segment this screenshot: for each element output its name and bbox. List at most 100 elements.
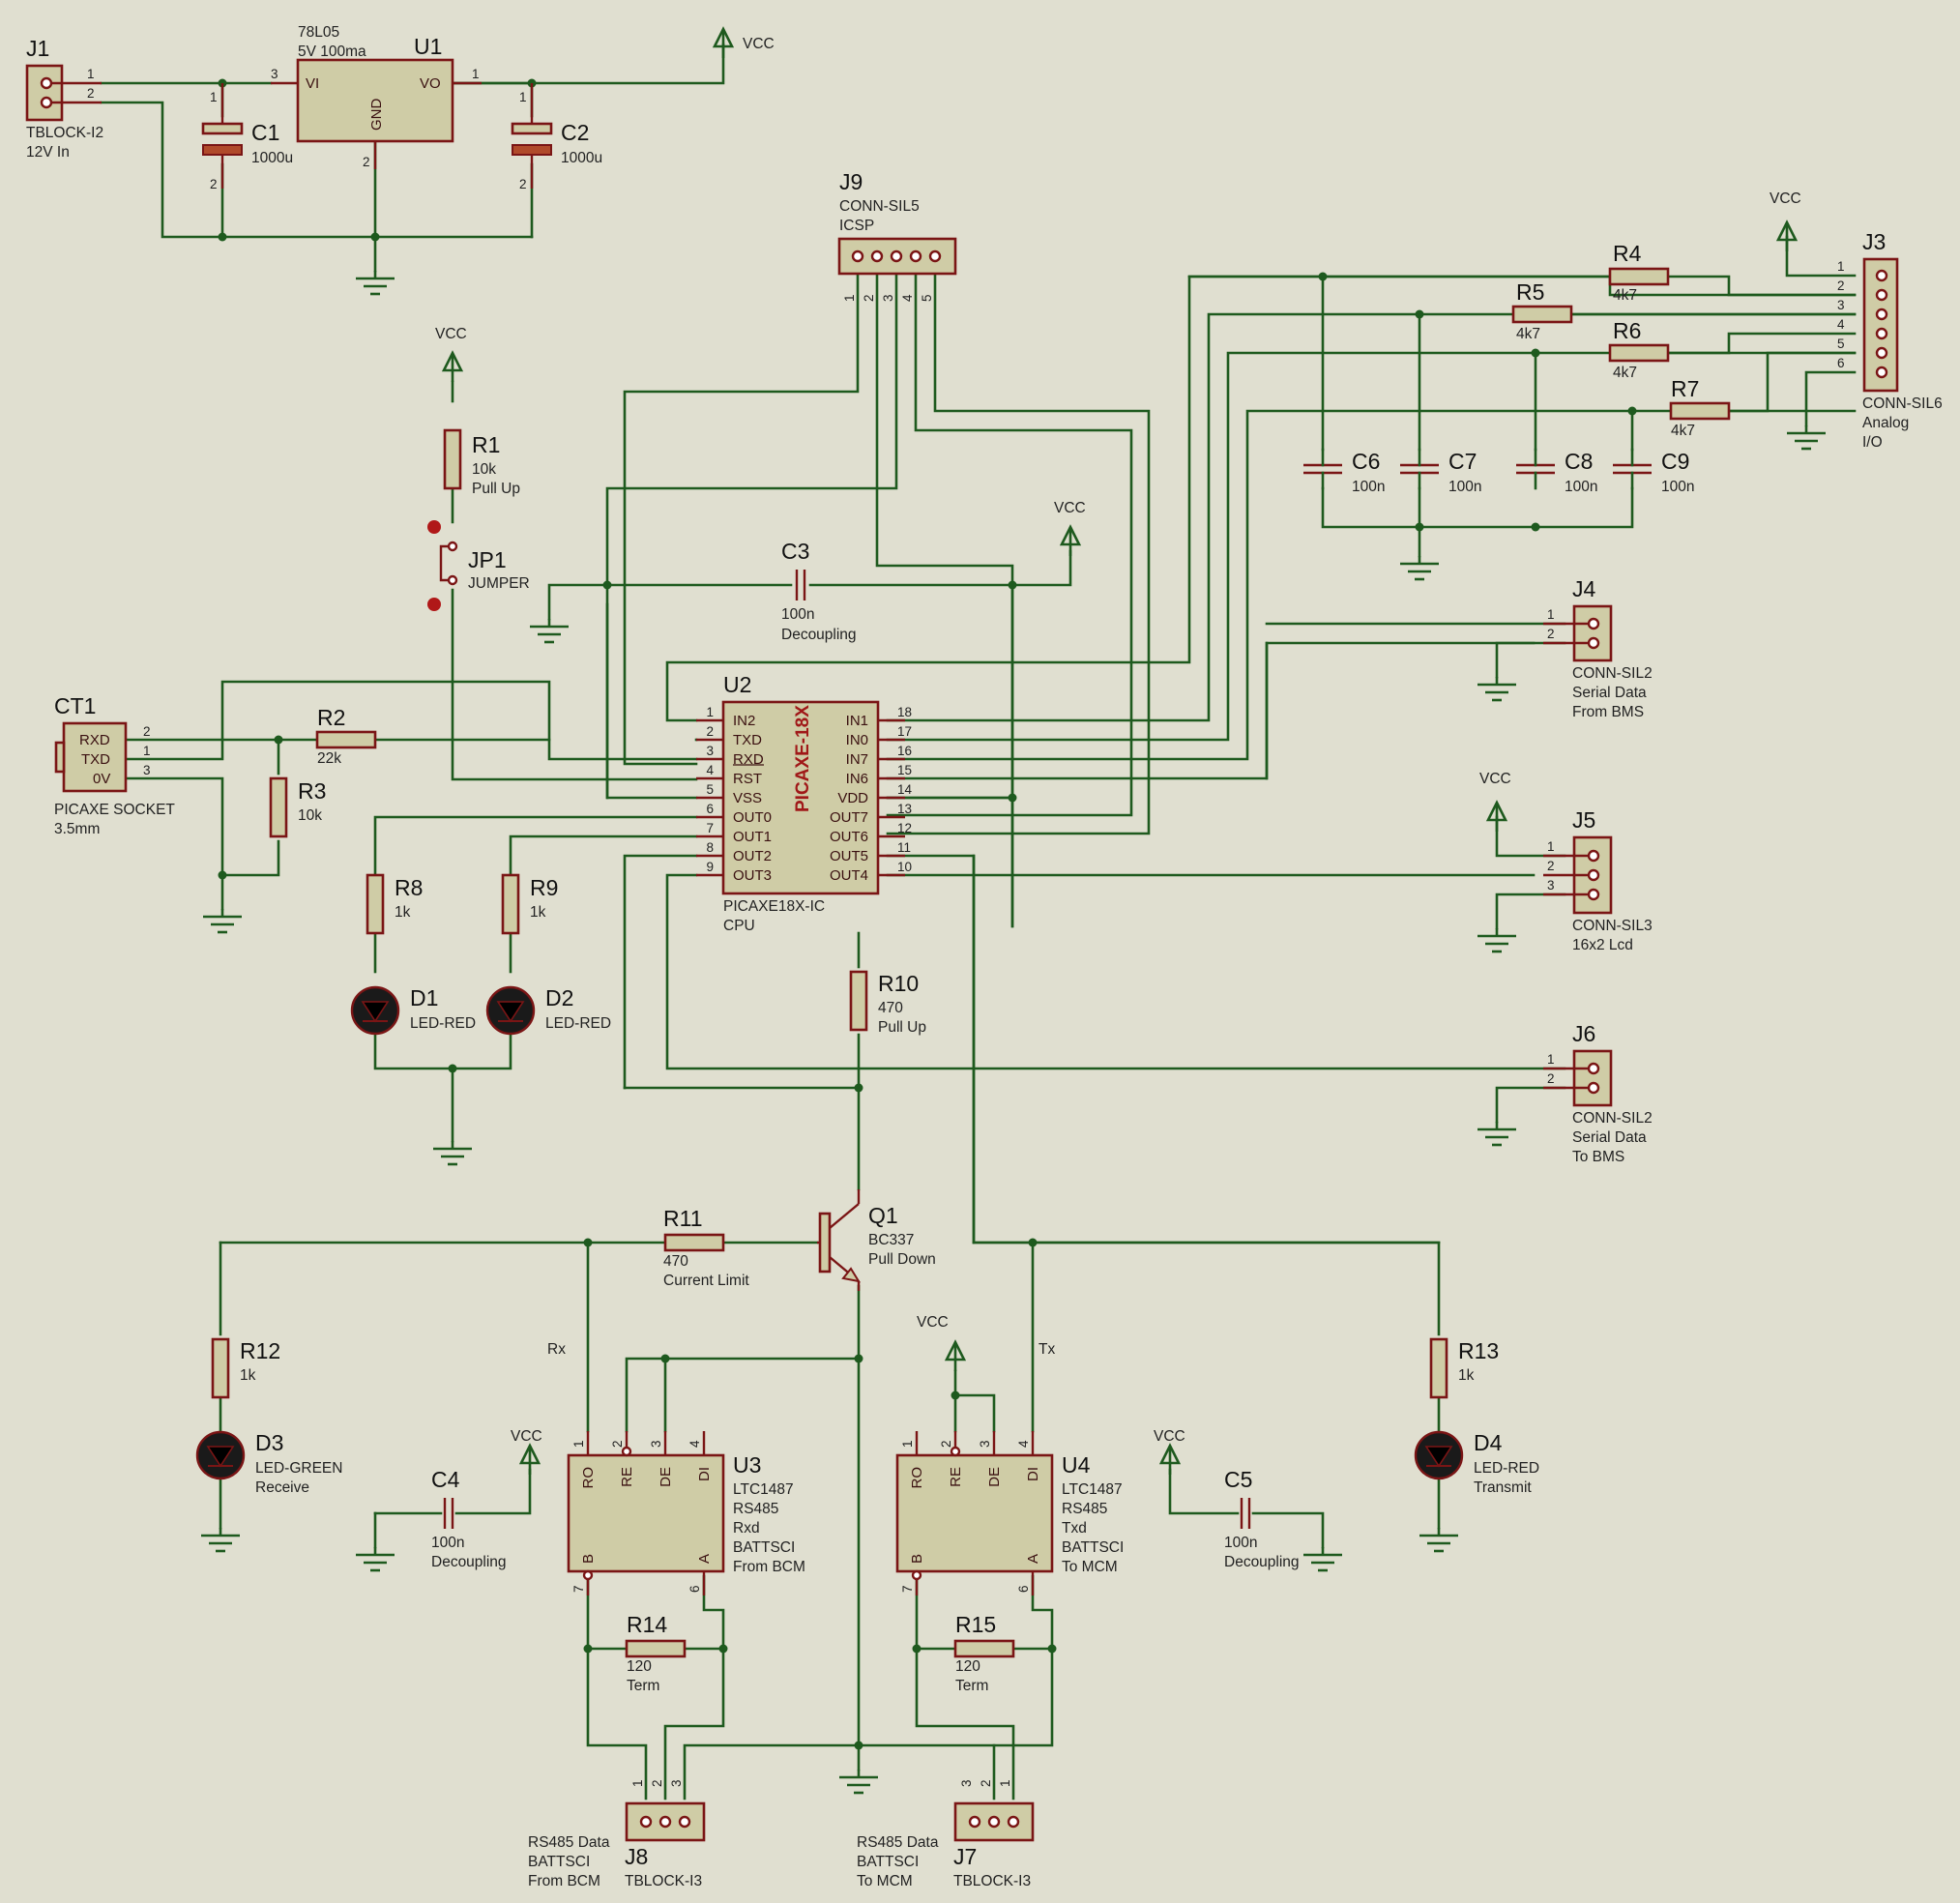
note-label: Serial Data <box>1572 685 1647 701</box>
net-label-tx: Tx <box>1039 1341 1055 1358</box>
pin-number: 17 <box>897 724 912 739</box>
value-label: LED-RED <box>545 1015 611 1032</box>
pin-label: B <box>580 1554 597 1564</box>
capacitor-c5: C5 100n Decoupling <box>1224 1467 1300 1570</box>
pin-label: OUT6 <box>830 829 868 845</box>
ref-label: D1 <box>410 985 438 1010</box>
connector-j6: 1 2 J6 CONN-SIL2 Serial Data To BMS <box>1543 1021 1653 1165</box>
pin-number: 1 <box>706 705 714 719</box>
note-label: Term <box>627 1678 659 1694</box>
note-label: To MCM <box>857 1873 913 1889</box>
regulator-u1: VI VO GND 3 1 2 78L05 5V 100ma U1 <box>271 24 482 169</box>
value-label: CONN-SIL2 <box>1572 665 1653 682</box>
pin-number: 1 <box>630 1779 645 1787</box>
pin-number: 1 <box>1547 607 1555 622</box>
note-label: Pull Up <box>878 1019 926 1036</box>
inversion-bubble <box>950 1446 961 1457</box>
value-label: JUMPER <box>468 575 530 592</box>
pin-number: 13 <box>897 802 912 816</box>
resistor-r11: R11 470 Current Limit <box>663 1206 749 1289</box>
note-label: BATTSCI <box>857 1854 919 1870</box>
ref-label: R8 <box>395 875 423 900</box>
note-label: From BCM <box>733 1559 805 1575</box>
ref-label: J6 <box>1572 1021 1595 1046</box>
pin-label: OUT3 <box>733 867 772 884</box>
note-label: RS485 Data <box>528 1834 610 1851</box>
pin-number: 7 <box>706 821 714 835</box>
pin-number: 1 <box>1547 839 1555 854</box>
pin-number: 3 <box>959 1779 974 1787</box>
note-label: BATTSCI <box>733 1539 795 1556</box>
value-label: 4k7 <box>1516 326 1540 342</box>
note-label: From BMS <box>1572 704 1644 720</box>
pin-number: 5 <box>920 294 934 302</box>
ref-label: R10 <box>878 971 919 996</box>
capacitor-c9: C9 100n <box>1611 448 1694 495</box>
resistor-r12: R12 1k <box>211 1337 280 1399</box>
pin-number: 18 <box>897 705 912 719</box>
resistor-r9: R9 1k <box>501 873 558 935</box>
pin-number: 6 <box>687 1585 702 1593</box>
vcc-label: VCC <box>1770 190 1801 207</box>
note-label: 12V In <box>26 144 70 161</box>
ref-label: D2 <box>545 985 573 1010</box>
ref-label: R12 <box>240 1338 280 1363</box>
pin-label: DE <box>658 1467 674 1487</box>
pin-label: OUT1 <box>733 829 772 845</box>
value-label: 100n <box>781 606 814 623</box>
ref-label: R13 <box>1458 1338 1499 1363</box>
pin-label: B <box>909 1554 925 1564</box>
pin-number: 2 <box>143 724 151 739</box>
pin-number: 2 <box>1547 1071 1555 1086</box>
pin-label: GND <box>368 99 385 132</box>
rating-label: 5V 100ma <box>298 44 366 60</box>
pin-number: 1 <box>1547 1052 1555 1067</box>
pin-number: 3 <box>978 1440 992 1448</box>
note-label: Serial Data <box>1572 1129 1647 1146</box>
resistor-r2: R2 22k <box>315 705 377 767</box>
vcc-label: VCC <box>435 326 467 342</box>
value-label: 1k <box>395 904 411 921</box>
pin-number: 6 <box>1016 1585 1031 1593</box>
ref-label: R9 <box>530 875 558 900</box>
value-label: 120 <box>627 1658 652 1675</box>
pin-number: 7 <box>900 1585 915 1593</box>
ref-label: R14 <box>627 1612 667 1637</box>
note-label: From BCM <box>528 1873 600 1889</box>
ref-label: J7 <box>953 1844 977 1869</box>
pin-label: DI <box>1025 1467 1041 1481</box>
connector-j8: 1 2 3 J8 TBLOCK-I3 RS485 Data BATTSCI Fr… <box>528 1779 706 1889</box>
ref-label: R15 <box>955 1612 996 1637</box>
pin-number: 4 <box>1837 317 1845 332</box>
resistor-r10: R10 470 Pull Up <box>849 970 926 1036</box>
led-d4: D4 LED-RED Transmit <box>1414 1430 1539 1496</box>
vcc-label: VCC <box>917 1314 949 1331</box>
connector-j5: 1 2 3 J5 CONN-SIL3 16x2 Lcd <box>1543 807 1653 953</box>
pin-number: 2 <box>1547 859 1555 873</box>
value-label: 10k <box>472 461 496 478</box>
value-label: 10k <box>298 807 322 824</box>
note-label: I/O <box>1862 434 1883 451</box>
pin-number: 2 <box>1837 278 1845 293</box>
connector-j4: 1 2 J4 CONN-SIL2 Serial Data From BMS <box>1543 576 1653 720</box>
pin-number: 5 <box>706 782 714 797</box>
note-label: ICSP <box>839 218 874 234</box>
note-label: Analog <box>1862 415 1909 431</box>
note-label: 16x2 Lcd <box>1572 937 1633 953</box>
ref-label: U3 <box>733 1452 761 1478</box>
pin-label: VI <box>306 75 319 92</box>
value-label: LED-GREEN <box>255 1460 342 1477</box>
pin-number: 2 <box>610 1440 625 1448</box>
connector-j1: 1 2 J1 TBLOCK-I2 12V In <box>25 36 103 161</box>
resistor-r13: R13 1k <box>1429 1337 1499 1399</box>
ref-label: R4 <box>1613 241 1642 266</box>
value-label: 100n <box>1352 479 1385 495</box>
transceiver-u3: RO1RE2DE3DI4B7A6U3LTC1487RS485RxdBATTSCI… <box>567 1431 805 1596</box>
pin-number: 14 <box>897 782 913 797</box>
part-label: LTC1487 <box>1062 1481 1123 1498</box>
pin-label: OUT7 <box>830 809 868 826</box>
resistor-r6: R6 4k7 <box>1608 318 1670 381</box>
vcc-label: VCC <box>511 1428 542 1445</box>
